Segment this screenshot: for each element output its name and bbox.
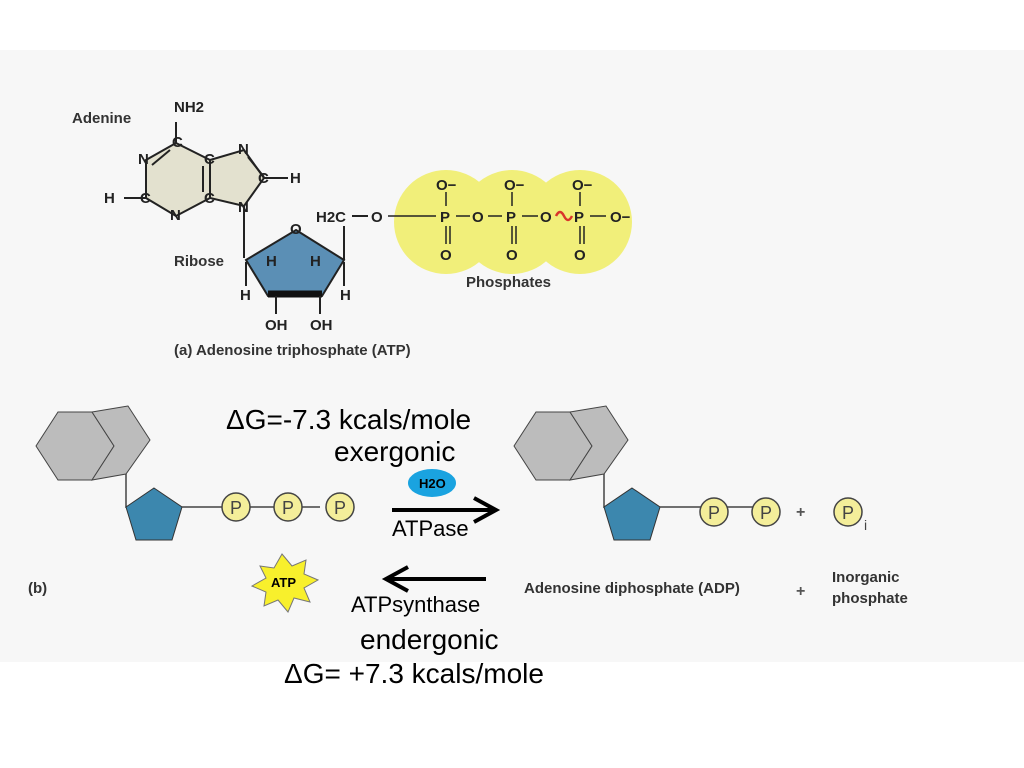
- h2o-label: H2O: [419, 476, 446, 491]
- atom-o-top-3: O−: [572, 177, 593, 194]
- atom-oh-1: OH: [265, 317, 288, 334]
- atom-n-3: N: [170, 207, 181, 224]
- atom-c-1: C: [172, 134, 183, 151]
- atom-p-2: P: [506, 209, 516, 226]
- atom-o-bot-2: O: [506, 247, 518, 264]
- atom-o-top-1: O−: [436, 177, 457, 194]
- atp-star-label: ATP: [271, 575, 296, 590]
- atom-nh2: NH2: [174, 99, 204, 116]
- plus-sign-top: +: [796, 504, 805, 521]
- p-symbol-inorganic: P: [842, 503, 854, 523]
- delta-g-forward: ΔG=-7.3 kcals/mole: [226, 404, 472, 435]
- endergonic-label: endergonic: [360, 624, 499, 655]
- exergonic-label: exergonic: [334, 436, 456, 467]
- phosphate-vertical-bonds: [445, 192, 585, 244]
- atom-h-r2: H: [310, 253, 321, 270]
- ribose-pentagon-left: [125, 487, 183, 541]
- phosphates-label: Phosphates: [466, 274, 552, 291]
- atom-o-minus-end: O−: [610, 209, 631, 226]
- phosphate-circle-l2: [273, 492, 303, 522]
- reverse-arrow: [381, 565, 486, 593]
- atom-h-r1: H: [266, 253, 277, 270]
- phosphate-circle-r2: [751, 497, 781, 527]
- atom-o-bot-3: O: [574, 247, 586, 264]
- atp-star: [250, 553, 320, 613]
- atom-c-3: C: [258, 170, 269, 187]
- atom-o-3: O: [540, 209, 552, 226]
- atom-n-1: N: [138, 151, 149, 168]
- phosphate-circle-l1: [221, 492, 251, 522]
- atom-o-2: O: [472, 209, 484, 226]
- atpsynthase-label: ATPsynthase: [351, 592, 481, 617]
- ribose-label: Ribose: [174, 253, 225, 270]
- p-symbol-l1: P: [230, 498, 242, 518]
- atom-o-top-2: O−: [504, 177, 525, 194]
- panel-b-label: (b): [28, 580, 48, 597]
- atom-h-2: H: [104, 190, 115, 207]
- atom-p-1: P: [440, 209, 450, 226]
- inorganic-label-line2: phosphate: [832, 590, 908, 607]
- p-symbol-r1: P: [708, 503, 720, 523]
- atom-h-r4: H: [340, 287, 351, 304]
- panel-a-caption: (a) Adenosine triphosphate (ATP): [174, 342, 411, 359]
- double-bond-1: [151, 149, 171, 166]
- atom-o-ring: O: [290, 221, 302, 238]
- atom-c-2: C: [204, 151, 215, 168]
- atom-n-4: N: [238, 199, 249, 216]
- atom-p-3: P: [574, 209, 584, 226]
- atom-c-4: C: [140, 190, 151, 207]
- atom-h-r3: H: [240, 287, 251, 304]
- double-bond-3: [247, 156, 265, 178]
- phosphate-glow-3: [528, 170, 632, 274]
- adp-label: Adenosine diphosphate (ADP): [524, 580, 740, 597]
- phosphate-circle-l3: [325, 492, 355, 522]
- imidazole-ring: [209, 148, 266, 208]
- p-symbol-r2: P: [760, 503, 772, 523]
- inorganic-subscript: i: [864, 517, 867, 533]
- atom-o-bot-1: O: [440, 247, 452, 264]
- delta-g-reverse: ΔG= +7.3 kcals/mole: [284, 658, 544, 689]
- water-blob: [408, 469, 456, 497]
- atom-h2c: H2C: [316, 209, 346, 226]
- inorganic-label-line1: Inorganic: [832, 569, 900, 586]
- atom-h-1: H: [290, 170, 301, 187]
- phosphate-circle-r1: [699, 497, 729, 527]
- ribose-pentagon-right: [603, 487, 661, 541]
- plus-sign-bottom: +: [796, 583, 805, 600]
- atom-oh-2: OH: [310, 317, 333, 334]
- phosphate-glow-group: [394, 170, 632, 274]
- forward-arrow: [392, 496, 501, 524]
- atpase-label: ATPase: [392, 516, 469, 541]
- p-symbol-l3: P: [334, 498, 346, 518]
- p-symbol-l2: P: [282, 498, 294, 518]
- atom-o-1: O: [371, 209, 383, 226]
- high-energy-squiggle: [554, 210, 574, 222]
- atom-c-5: C: [204, 190, 215, 207]
- atom-n-2: N: [238, 141, 249, 158]
- adenine-label: Adenine: [72, 110, 132, 127]
- phosphate-circle-inorganic: [833, 497, 863, 527]
